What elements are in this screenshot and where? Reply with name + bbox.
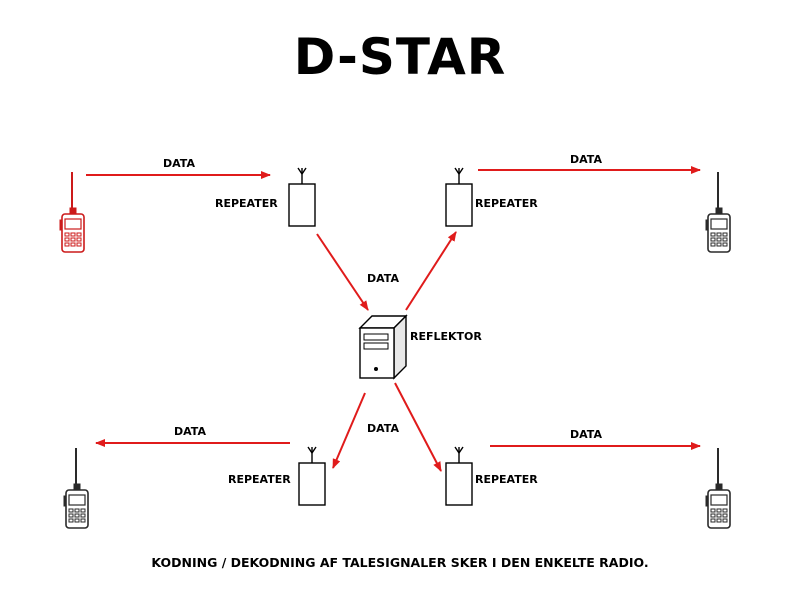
data-label: DATA: [570, 153, 602, 166]
diagram-caption: KODNING / DEKODNING AF TALESIGNALER SKER…: [151, 555, 649, 570]
arrow-reflektor-to-repeater-br: [394, 382, 442, 472]
arrow-reflektor-to-repeater-bl: [332, 392, 366, 469]
handheld-radio-icon: [59, 171, 85, 253]
data-label: DATA: [570, 428, 602, 441]
repeater-icon: [445, 167, 473, 227]
repeater-label: REPEATER: [475, 197, 538, 210]
repeater-icon: [288, 167, 316, 227]
repeater-label: REPEATER: [228, 473, 291, 486]
data-label: DATA: [367, 422, 399, 435]
repeater-icon: [298, 446, 326, 506]
data-label: DATA: [163, 157, 195, 170]
data-arrows: [86, 166, 701, 472]
repeater-label: REPEATER: [475, 473, 538, 486]
server-icon: [358, 314, 408, 380]
arrow-repeater-to-reflektor: [316, 233, 369, 311]
handheld-radio-icon: [63, 447, 89, 529]
data-label: DATA: [174, 425, 206, 438]
repeater-label: REPEATER: [215, 197, 278, 210]
diagram-title: D-STAR: [293, 28, 507, 86]
arrow-reflektor-to-repeater: [405, 231, 457, 311]
data-label: DATA: [367, 272, 399, 285]
handheld-radio-icon: [705, 447, 731, 529]
handheld-radio-icon: [705, 171, 731, 253]
reflektor-label: REFLEKTOR: [410, 330, 482, 343]
repeater-icon: [445, 446, 473, 506]
